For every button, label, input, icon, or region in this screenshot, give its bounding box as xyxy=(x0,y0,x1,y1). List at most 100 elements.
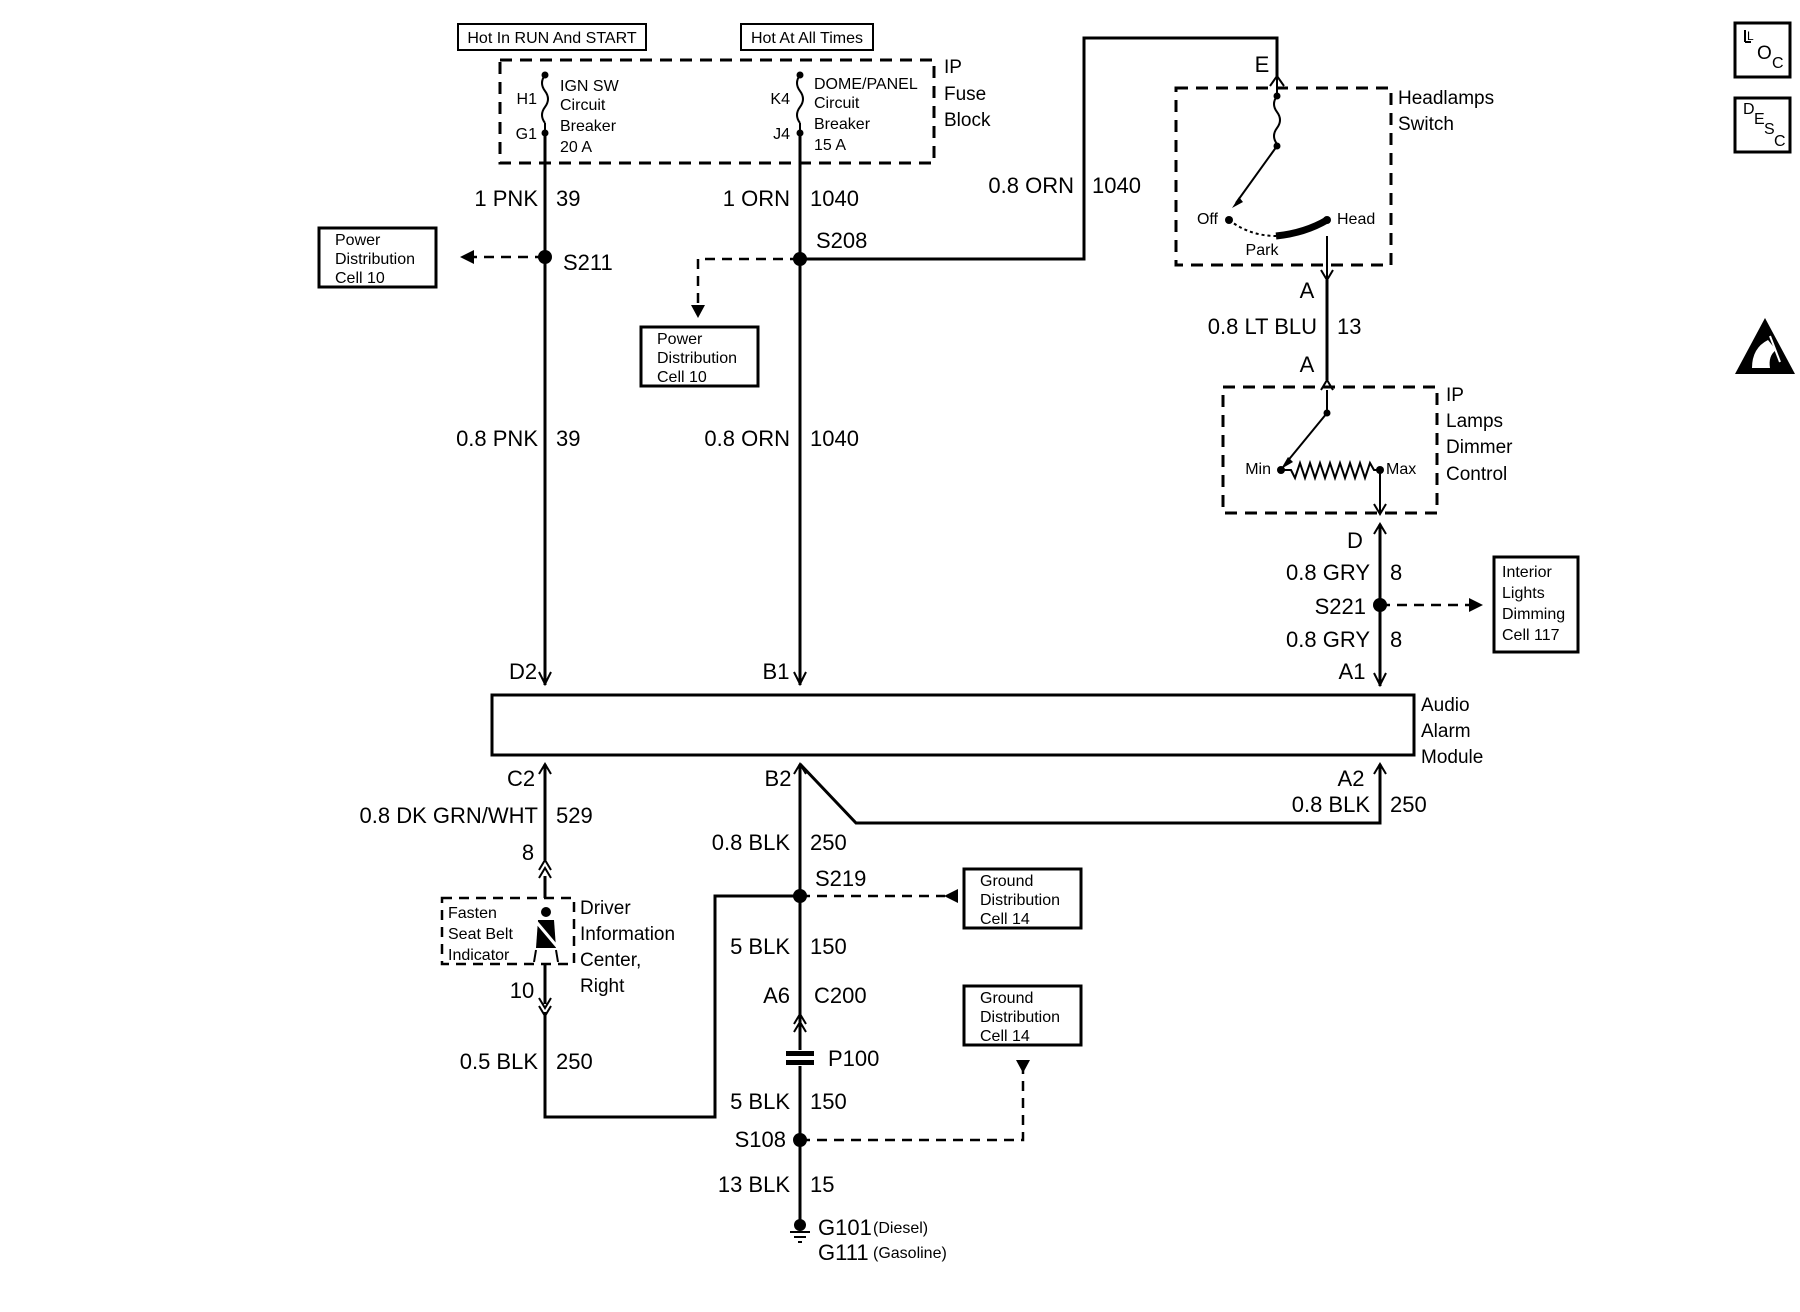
dimmer-pin-d: D xyxy=(1347,528,1363,553)
headlamps-title-1: Headlamps xyxy=(1398,88,1494,109)
ild-line1: Interior xyxy=(1502,564,1552,581)
wire-39-mid-color: 0.8 PNK xyxy=(456,426,538,451)
indicator-line2: Seat Belt xyxy=(448,926,513,943)
ground-symbol: G101 (Diesel) G111 (Gasoline) xyxy=(790,1215,947,1265)
loc-icon-c: C xyxy=(1772,55,1784,72)
dimmer-title-2: Lamps xyxy=(1446,411,1503,432)
wire-15-circuit: 15 xyxy=(810,1172,834,1197)
connector-p100: P100 xyxy=(828,1046,879,1071)
headlamps-pin-e: E xyxy=(1255,52,1270,77)
ign-sw-circuit-breaker: H1 G1 IGN SW Circuit Breaker 20 A xyxy=(516,71,620,156)
wire-150-top-circuit: 150 xyxy=(810,934,847,959)
loc-icon-o: O xyxy=(1757,43,1772,64)
wire-8-bot-color: 0.8 GRY xyxy=(1286,627,1370,652)
pd1-line2: Distribution xyxy=(335,251,415,268)
indicator-line3: Indicator xyxy=(448,947,510,964)
ip-lamps-dimmer-control: IP Lamps Dimmer Control Min Max D xyxy=(1221,385,1513,553)
ground-g101-note: (Diesel) xyxy=(873,1220,928,1237)
connector-a6: A6 xyxy=(763,983,790,1008)
wire-529-color: 0.8 DK GRN/WHT xyxy=(360,803,538,828)
ip-fuse-block: IP Fuse Block H1 G1 IGN SW Circuit Break… xyxy=(498,57,991,165)
fuse-block-title-3: Block xyxy=(944,110,991,131)
wire-250-dic-circuit: 250 xyxy=(556,1049,593,1074)
gd1-line3: Cell 14 xyxy=(980,911,1030,928)
hot-all-times-label: Hot At All Times xyxy=(751,30,863,47)
audio-alarm-module: Audio Alarm Module D2 B1 A1 C2 B2 A2 xyxy=(490,659,1483,791)
module-title-3: Module xyxy=(1421,747,1483,768)
module-pin-c2: C2 xyxy=(507,766,535,791)
dic-pin-10: 10 xyxy=(510,978,534,1003)
ground-distribution-ref-1: Ground Distribution Cell 14 xyxy=(962,867,1083,930)
pin-k4: K4 xyxy=(770,91,790,108)
wire-13-circuit: 13 xyxy=(1337,314,1361,339)
headlamps-off-label: Off xyxy=(1197,211,1219,228)
pd1-line1: Power xyxy=(335,232,381,249)
splice-s108-label: S108 xyxy=(735,1127,786,1152)
wire-1040-mid-color: 0.8 ORN xyxy=(704,426,790,451)
wire-250-b2-color: 0.8 BLK xyxy=(712,830,791,855)
wire-1040-top-circuit: 1040 xyxy=(810,186,859,211)
wire-39-mid-circuit: 39 xyxy=(556,426,580,451)
wire-circuit-13: 0.8 LT BLU 13 A xyxy=(1208,280,1361,391)
wire-1040-mid-circuit: 1040 xyxy=(810,426,859,451)
breaker1-label-4: 20 A xyxy=(560,139,592,156)
dic-title-3: Center, xyxy=(580,950,641,971)
wire-8-top-color: 0.8 GRY xyxy=(1286,560,1370,585)
headlamps-head-label: Head xyxy=(1337,211,1375,228)
splice-s211-label: S211 xyxy=(563,250,613,275)
breaker1-label-2: Circuit xyxy=(560,97,606,114)
splice-s221-label: S221 xyxy=(1315,594,1366,619)
headlamps-title-2: Switch xyxy=(1398,114,1454,135)
breaker2-label-4: 15 A xyxy=(814,137,846,154)
wire-8-bot-circuit: 8 xyxy=(1390,627,1402,652)
wire-150-top-color: 5 BLK xyxy=(730,934,790,959)
ild-line2: Lights xyxy=(1502,585,1545,602)
wire-1040-hl-color: 0.8 ORN xyxy=(988,173,1074,198)
breaker2-label-3: Breaker xyxy=(814,116,871,133)
headlamps-park-label: Park xyxy=(1246,242,1280,259)
desc-icon[interactable]: D E S C xyxy=(1733,96,1792,154)
wire-250-dic-color: 0.5 BLK xyxy=(460,1049,539,1074)
wire-13-color: 0.8 LT BLU xyxy=(1208,314,1317,339)
hot-run-start-label: Hot In RUN And START xyxy=(467,30,636,47)
ground-g101: G101 xyxy=(818,1215,872,1240)
power-distribution-ref-2: Power Distribution Cell 10 xyxy=(639,325,760,388)
ground-g111-note: (Gasoline) xyxy=(873,1245,947,1262)
wire-1040-hl-circuit: 1040 xyxy=(1092,173,1141,198)
loc-icon[interactable]: L O C xyxy=(1733,21,1792,79)
wire-250-b2-circuit: 250 xyxy=(810,830,847,855)
gd2-line2: Distribution xyxy=(980,1009,1060,1026)
gd2-line3: Cell 14 xyxy=(980,1028,1030,1045)
wire-circuit-529: 0.8 DK GRN/WHT 529 8 xyxy=(360,762,593,879)
module-pin-b2: B2 xyxy=(765,766,792,791)
wire-250-a2-circuit: 250 xyxy=(1390,792,1427,817)
breaker2-label-2: Circuit xyxy=(814,95,860,112)
wire-15-color: 13 BLK xyxy=(718,1172,790,1197)
dome-panel-circuit-breaker: K4 J4 DOME/PANEL Circuit Breaker 15 A xyxy=(770,71,918,154)
gd1-line2: Distribution xyxy=(980,892,1060,909)
ild-line3: Dimming xyxy=(1502,606,1565,623)
pass-through-p100: P100 5 BLK 150 S108 13 BLK 15 xyxy=(718,1032,1030,1220)
fuse-block-title-1: IP xyxy=(944,57,962,78)
wire-39-top-circuit: 39 xyxy=(556,186,580,211)
pd1-line3: Cell 10 xyxy=(335,270,385,287)
seat-belt-icon xyxy=(531,907,562,963)
pd2-line3: Cell 10 xyxy=(657,369,707,386)
power-distribution-ref-1: Power Distribution Cell 10 xyxy=(317,226,438,289)
wire-circuit-ground-main: 0.8 BLK 250 S219 5 BLK 150 A6 C200 xyxy=(712,762,958,1040)
indicator-line1: Fasten xyxy=(448,905,497,922)
module-title-1: Audio xyxy=(1421,695,1470,716)
module-pin-d2: D2 xyxy=(509,659,537,684)
dic-title-1: Driver xyxy=(580,898,631,919)
desc-icon-d: D xyxy=(1743,101,1755,118)
headlamps-switch: Headlamps Switch E Off Park Head A xyxy=(1174,52,1494,303)
dic-pin-8: 8 xyxy=(522,840,534,865)
ground-g111: G111 xyxy=(818,1240,869,1265)
wire-39-top-color: 1 PNK xyxy=(474,186,538,211)
module-title-2: Alarm xyxy=(1421,721,1471,742)
breaker2-label-1: DOME/PANEL xyxy=(814,76,918,93)
dimmer-min-label: Min xyxy=(1245,461,1271,478)
wire-150-bot-color: 5 BLK xyxy=(730,1089,790,1114)
splice-s219-label: S219 xyxy=(815,866,866,891)
